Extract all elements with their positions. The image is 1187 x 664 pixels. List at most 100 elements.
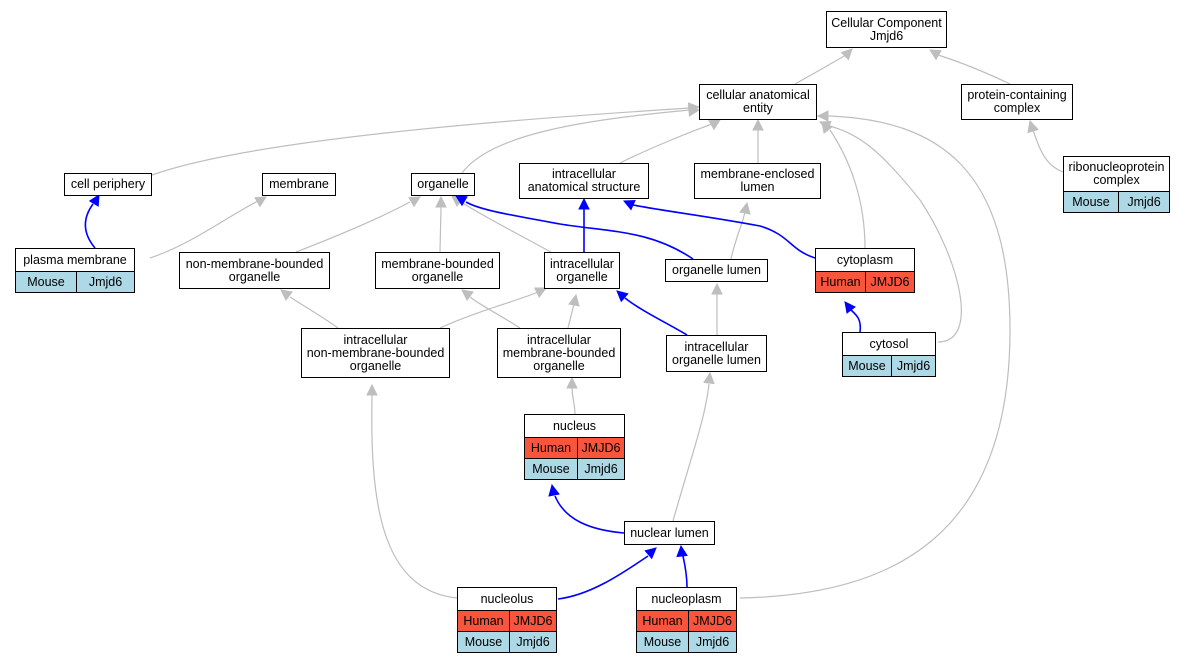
- edge-arrowhead: [818, 120, 832, 132]
- edge-line: [1032, 129, 1064, 173]
- edge-line: [461, 109, 691, 174]
- gene-symbol: Jmjd6: [688, 632, 736, 652]
- species-human: Human: [458, 611, 509, 631]
- node-intracellular-anatomical-structure: intracellular anatomical structure: [519, 163, 649, 199]
- node-cytosol: cytosol Mouse Jmjd6: [842, 332, 936, 377]
- node-title: ribonucleoprotein complex: [1068, 160, 1165, 187]
- species-mouse: Mouse: [525, 459, 577, 479]
- edge-arrowhead: [461, 289, 474, 301]
- edge-line: [571, 387, 576, 415]
- edge-line: [371, 394, 458, 599]
- node-nucleus: nucleus Human JMJD6 Mouse Jmjd6: [524, 414, 625, 480]
- node-organelle-lumen: organelle lumen: [665, 259, 768, 282]
- edge-arrowhead: [568, 293, 580, 307]
- node-intracellular-mb-organelle: intracellular membrane-bounded organelle: [497, 328, 621, 378]
- edge-line: [84, 203, 96, 249]
- gene-symbol: Jmjd6: [76, 272, 134, 292]
- gene-symbol: Jmjd6: [509, 632, 556, 652]
- node-intracellular-organelle-lumen: intracellular organelle lumen: [666, 335, 767, 372]
- node-title: plasma membrane: [23, 253, 127, 267]
- gene-symbol: JMJD6: [688, 611, 736, 631]
- edge-line: [632, 204, 816, 259]
- edge-arrowhead: [816, 110, 829, 122]
- edge-line: [295, 201, 411, 253]
- edge-line: [439, 206, 442, 253]
- edge-line: [682, 555, 688, 588]
- edge-line: [439, 291, 539, 329]
- edge-line: [672, 383, 710, 522]
- edge-arrowhead: [844, 301, 856, 314]
- gene-symbol: Jmjd6: [1118, 192, 1169, 212]
- edge-arrowhead: [703, 371, 715, 385]
- edge-arrowhead: [616, 290, 629, 303]
- node-non-membrane-bounded-organelle: non-membrane-bounded organelle: [179, 252, 330, 289]
- edge-arrowhead: [435, 195, 447, 208]
- edge-arrowhead: [711, 282, 723, 295]
- node-membrane: membrane: [262, 173, 336, 196]
- edge-line: [619, 123, 713, 164]
- edge-arrowhead: [752, 118, 764, 131]
- edge-arrowhead: [578, 197, 590, 210]
- species-mouse: Mouse: [16, 272, 76, 292]
- edge-line: [151, 107, 691, 176]
- species-human: Human: [637, 611, 688, 631]
- node-title: nucleolus: [480, 592, 534, 606]
- node-cellular-anatomical-entity: cellular anatomical entity: [699, 84, 817, 120]
- edge-arrowhead: [739, 201, 751, 215]
- edge-arrowhead: [676, 544, 688, 558]
- species-mouse: Mouse: [458, 632, 509, 652]
- edge-line: [829, 125, 962, 343]
- edge-arrowhead: [1027, 119, 1039, 134]
- edge-line: [557, 555, 649, 600]
- edge-arrowhead: [708, 119, 721, 131]
- species-human: Human: [816, 272, 865, 292]
- edge-arrowhead: [622, 199, 636, 211]
- node-nucleoplasm: nucleoplasm Human JMJD6 Mouse Jmjd6: [636, 587, 737, 653]
- node-intracellular-organelle: intracellular organelle: [544, 252, 620, 289]
- edge-line: [567, 303, 575, 329]
- node-protein-containing-complex: protein-containing complex: [961, 84, 1073, 120]
- gene-symbol: JMJD6: [577, 438, 624, 458]
- edge-arrowhead: [566, 376, 578, 389]
- gene-symbol: Jmjd6: [891, 356, 935, 376]
- node-nuclear-lumen: nuclear lumen: [624, 521, 715, 545]
- edge-line: [739, 115, 1011, 599]
- species-human: Human: [525, 438, 577, 458]
- edge-arrowhead: [366, 383, 378, 396]
- node-membrane-enclosed-lumen: membrane-enclosed lumen: [694, 163, 821, 199]
- gene-symbol: JMJD6: [509, 611, 556, 631]
- edge-arrowhead: [840, 48, 853, 61]
- edge-arrowhead: [254, 196, 267, 208]
- edge-line: [149, 200, 259, 259]
- node-cytoplasm: cytoplasm Human JMJD6: [815, 248, 915, 293]
- node-membrane-bounded-organelle: membrane-bounded organelle: [375, 252, 500, 289]
- node-title: cytoplasm: [836, 253, 894, 267]
- edge-arrowhead: [455, 195, 468, 207]
- edge-line: [849, 308, 862, 333]
- edge-line: [465, 201, 694, 260]
- node-cellular-component-root: Cellular Component Jmjd6: [826, 11, 947, 48]
- node-title: cytosol: [869, 337, 909, 351]
- gene-symbol: Jmjd6: [577, 459, 624, 479]
- node-nucleolus: nucleolus Human JMJD6 Mouse Jmjd6: [457, 587, 557, 653]
- node-plasma-membrane: plasma membrane Mouse Jmjd6: [15, 248, 135, 293]
- node-title: nucleoplasm: [651, 592, 722, 606]
- edge-arrowhead: [533, 287, 547, 298]
- species-mouse: Mouse: [637, 632, 688, 652]
- edge-line: [730, 211, 746, 260]
- edge-arrowhead: [280, 289, 293, 301]
- node-cell-periphery: cell periphery: [64, 173, 152, 196]
- edge-arrowhead: [929, 49, 942, 61]
- node-organelle: organelle: [411, 173, 475, 196]
- edge-line: [937, 54, 1011, 85]
- edge-line: [624, 297, 688, 336]
- edge-line: [554, 495, 625, 534]
- edge-line: [794, 54, 847, 85]
- edge-arrowhead: [548, 483, 560, 497]
- edge-arrowhead: [88, 194, 100, 207]
- edge-line: [469, 296, 521, 329]
- gene-symbol: JMJD6: [865, 272, 914, 292]
- node-intracellular-nmb-organelle: intracellular non-membrane-bounded organ…: [301, 328, 450, 378]
- node-ribonucleoprotein-complex: ribonucleoprotein complex Mouse Jmjd6: [1063, 156, 1170, 213]
